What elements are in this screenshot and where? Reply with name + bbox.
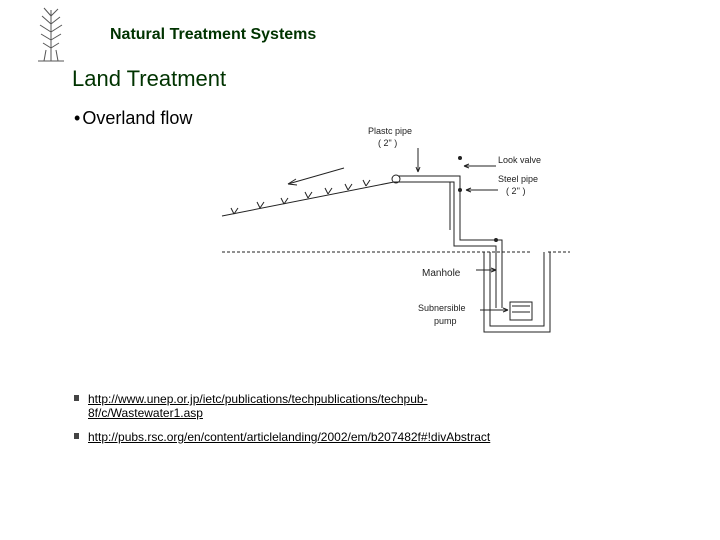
flow-arrow xyxy=(287,167,345,185)
submersible-pump xyxy=(509,301,533,321)
label-steel-pipe-size: ( 2'' ) xyxy=(506,186,525,196)
manhole-walls xyxy=(483,252,551,333)
square-bullet-icon xyxy=(74,395,79,401)
bullet-text: Overland flow xyxy=(82,108,193,128)
reference-link-rsc[interactable]: http://pubs.rsc.org/en/content/articlela… xyxy=(88,430,491,444)
label-pump: pump xyxy=(434,316,457,326)
label-plastic-pipe: Plastc pipe xyxy=(368,126,412,136)
label-lock-valve: Look valve xyxy=(498,155,541,165)
plastic-pipe xyxy=(398,175,503,308)
reference-link-unep[interactable]: http://www.unep.or.jp/ietc/publications/… xyxy=(88,392,428,420)
square-bullet-icon xyxy=(74,433,79,439)
references-list: http://www.unep.or.jp/ietc/publications/… xyxy=(74,392,514,454)
reed-plant-icon xyxy=(38,7,64,62)
bullet-marker: • xyxy=(74,108,81,128)
label-manhole: Manhole xyxy=(422,268,461,279)
label-steel-pipe: Steel pipe xyxy=(498,174,538,184)
label-submersible: Subnersible xyxy=(418,303,466,313)
vegetation-marks xyxy=(230,179,371,215)
overland-flow-diagram: Plastc pipe ( 2" ) Look valve Steel pipe… xyxy=(221,126,570,333)
label-plastic-pipe-size: ( 2" ) xyxy=(378,138,397,148)
slide-title: Land Treatment xyxy=(72,66,227,91)
reference-item: http://www.unep.or.jp/ietc/publications/… xyxy=(74,392,514,420)
bullet-item: •Overland flow xyxy=(74,108,192,129)
header-title: Natural Treatment Systems xyxy=(110,26,317,43)
reference-item: http://pubs.rsc.org/en/content/articlela… xyxy=(74,430,514,444)
slope-ground-line xyxy=(221,181,451,230)
